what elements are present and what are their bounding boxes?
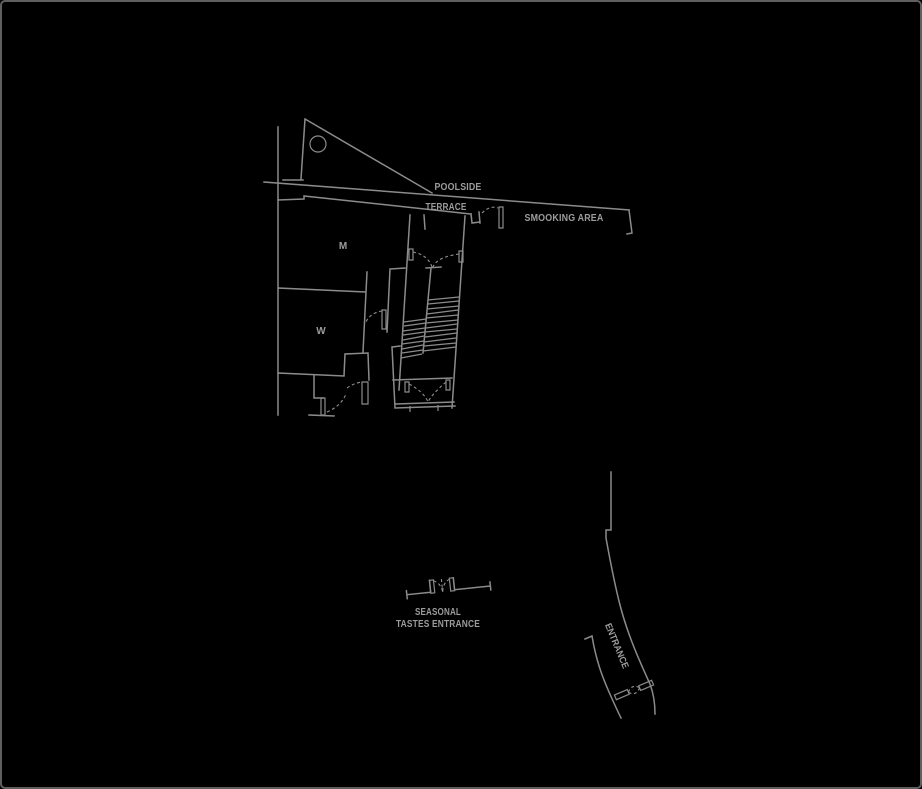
w-room-lower-door	[308, 374, 347, 417]
w-room-right-wall	[362, 271, 368, 353]
pool-circle-marker	[309, 135, 327, 153]
label-mens-restroom: M	[339, 241, 347, 252]
terrace-door	[470, 206, 504, 229]
stair-right-wall	[451, 215, 466, 409]
w-room-bottom-wall	[277, 352, 370, 381]
label-main-entrance: ENTRANCE	[602, 622, 631, 671]
stair-bottom-lobby	[391, 345, 456, 412]
w-room-door	[365, 309, 387, 330]
label-terrace: TERRACE	[426, 202, 467, 213]
stair-treads-left	[400, 318, 427, 359]
walkway-outer-curb	[584, 634, 623, 720]
stair-bottom-door-swing	[408, 381, 447, 403]
stair-center-divider	[422, 267, 432, 354]
mw-divider-wall	[277, 287, 366, 293]
stair-core	[391, 214, 466, 412]
pool-triangle	[282, 117, 434, 195]
main-entrance-door	[613, 679, 655, 701]
label-smoking-area: SMOOKING AREA	[525, 213, 604, 224]
terrace-door-leaf	[498, 206, 504, 229]
poolside-edge	[263, 181, 630, 211]
label-seasonal-line1: SEASONAL	[415, 607, 461, 618]
lobby-opening-jamb	[423, 214, 426, 230]
seasonal-entrance-door	[405, 576, 492, 600]
corridor-wall	[386, 267, 406, 333]
stair-treads-right	[422, 296, 460, 352]
corridor-lower-door	[346, 381, 369, 405]
stair-left-wall	[398, 214, 411, 391]
label-womens-restroom: W	[316, 326, 326, 337]
terrace-wall	[277, 195, 472, 215]
terrace-door-swing	[481, 206, 499, 214]
walkway-inner-curb	[605, 471, 656, 715]
label-seasonal-line2: TASTES ENTRANCE	[396, 619, 480, 630]
label-poolside: POOLSIDE	[435, 182, 482, 193]
smoking-area-boundary	[626, 209, 633, 235]
entrance-walkway	[584, 471, 656, 720]
stair-top-double-door	[408, 248, 464, 269]
restroom-walls	[277, 271, 370, 381]
